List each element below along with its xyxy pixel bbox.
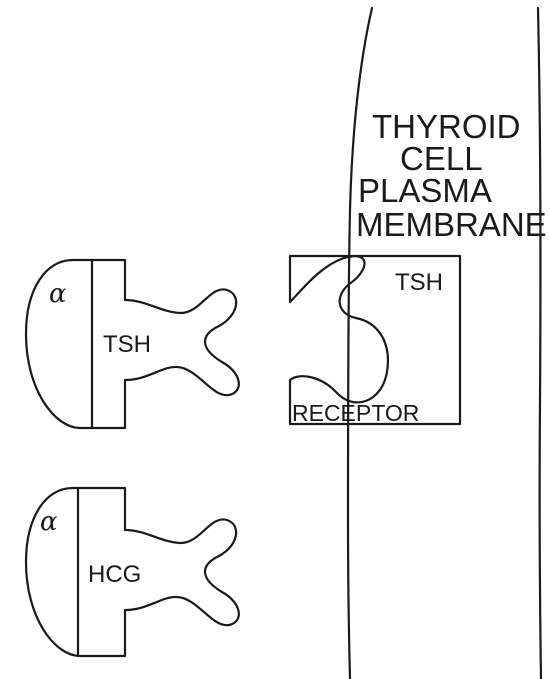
hcg-beta-subunit-label: HCG [88, 561, 141, 588]
tsh-alpha-subunit-label: α [49, 279, 67, 309]
membrane-title-line-3: PLASMA [358, 172, 492, 209]
tsh-beta-subunit-label: TSH [103, 331, 151, 358]
receptor-label: RECEPTOR [292, 400, 419, 426]
receptor-tsh-label: TSH [395, 269, 443, 296]
membrane-left-boundary [348, 8, 372, 679]
membrane-title-line-4: MEMBRANE [356, 206, 547, 243]
membrane-right-boundary [538, 8, 541, 679]
hcg-alpha-subunit-label: α [40, 507, 58, 537]
